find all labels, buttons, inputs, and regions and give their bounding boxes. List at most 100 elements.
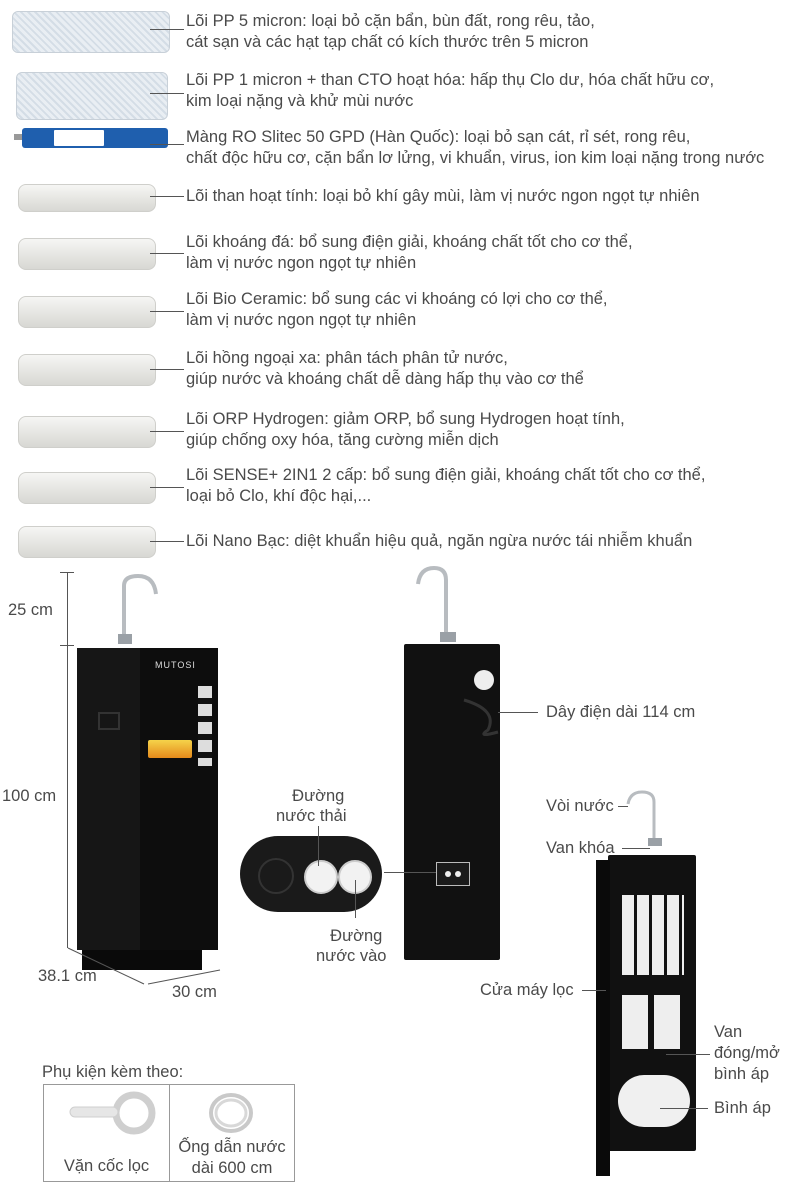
filter-line-1: Lõi khoáng đá: bổ sung điện giải, khoáng… bbox=[186, 233, 633, 251]
pointer-line bbox=[150, 196, 184, 197]
pointer-line bbox=[150, 431, 184, 432]
filter-row-pp1: Lõi PP 1 micron + than CTO hoạt hóa: hấp… bbox=[0, 66, 800, 126]
filter-row-ro: Màng RO Slitec 50 GPD (Hàn Quốc): loại b… bbox=[0, 124, 800, 176]
filter-description: Lõi PP 1 micron + than CTO hoạt hóa: hấp… bbox=[186, 70, 714, 112]
divider bbox=[169, 1085, 170, 1181]
filter-description: Lõi Nano Bạc: diệt khuẩn hiệu quả, ngăn … bbox=[186, 531, 692, 552]
filter-description: Lõi SENSE+ 2IN1 2 cấp: bổ sung điện giải… bbox=[186, 465, 705, 507]
pointer-line bbox=[582, 990, 606, 991]
inlet-label-1: Đường bbox=[330, 927, 383, 945]
tank-valve-label-2: đóng/mở bbox=[714, 1044, 780, 1062]
pointer-line bbox=[150, 93, 184, 94]
dimension-tick bbox=[60, 572, 74, 573]
lock-valve-label: Van khóa bbox=[546, 839, 615, 857]
filter-row-infrared: Lõi hồng ngoại xa: phân tách phân tử nướ… bbox=[0, 344, 800, 398]
cabinet-open bbox=[608, 855, 696, 1151]
waste-line-label-2: nước thải bbox=[276, 807, 347, 825]
pointer-line bbox=[355, 880, 356, 918]
pp1-cartridge-image bbox=[16, 72, 168, 120]
filter-line-1: Màng RO Slitec 50 GPD (Hàn Quốc): loại b… bbox=[186, 128, 691, 146]
filter-line-2: cát sạn và các hạt tạp chất có kích thướ… bbox=[186, 33, 589, 51]
pointer-line bbox=[150, 311, 184, 312]
pointer-line bbox=[666, 1054, 710, 1055]
filter-row-bio-ceramic: Lõi Bio Ceramic: bổ sung các vi khoáng c… bbox=[0, 286, 800, 340]
filter-description: Lõi Bio Ceramic: bổ sung các vi khoáng c… bbox=[186, 289, 608, 331]
filter-row-orp: Lõi ORP Hydrogen: giảm ORP, bổ sung Hydr… bbox=[0, 404, 800, 458]
open-faucet-image bbox=[626, 790, 662, 846]
waste-line-label-1: Đường bbox=[292, 787, 345, 805]
pointer-line bbox=[384, 872, 436, 873]
power-socket bbox=[474, 670, 494, 690]
pointer-line bbox=[150, 541, 184, 542]
pointer-line bbox=[150, 144, 184, 145]
filter-line-2: kim loại nặng và khử mùi nước bbox=[186, 92, 414, 110]
pointer-line bbox=[618, 806, 628, 807]
filter-description: Màng RO Slitec 50 GPD (Hàn Quốc): loại b… bbox=[186, 127, 764, 169]
hose-label-2: dài 600 cm bbox=[191, 1159, 273, 1177]
power-cord-label: Dây điện dài 114 cm bbox=[546, 703, 696, 721]
inlet-label: Đường nước vào bbox=[316, 926, 386, 966]
side-handle bbox=[98, 712, 120, 730]
filter-description: Lõi PP 5 micron: loại bỏ cặn bẩn, bùn đấ… bbox=[186, 11, 595, 53]
filter-row-carbon: Lõi than hoạt tính: loại bỏ khí gây mùi,… bbox=[0, 180, 800, 214]
pointer-line bbox=[498, 712, 538, 713]
dimension-tick bbox=[60, 645, 74, 646]
base-dimension-lines bbox=[67, 947, 221, 985]
waste-line-label: Đường nước thải bbox=[276, 786, 346, 826]
filter-row-sense: Lõi SENSE+ 2IN1 2 cấp: bổ sung điện giải… bbox=[0, 462, 800, 516]
filter-line-2: loại bỏ Clo, khí độc hại,... bbox=[186, 487, 372, 505]
filter-line-1: Lõi ORP Hydrogen: giảm ORP, bổ sung Hydr… bbox=[186, 410, 625, 428]
tank-valve-label-1: Van bbox=[714, 1023, 743, 1041]
filter-line-1: Lõi PP 5 micron: loại bỏ cặn bẩn, bùn đấ… bbox=[186, 12, 595, 30]
filter-description: Lõi hồng ngoại xa: phân tách phân tử nướ… bbox=[186, 348, 584, 390]
wrench-label: Vặn cốc lọc bbox=[63, 1157, 150, 1175]
filter-line-2: giúp chống oxy hóa, tăng cường miễn dịch bbox=[186, 431, 499, 449]
filter-door bbox=[596, 860, 610, 1176]
faucet-image bbox=[118, 573, 158, 644]
filter-description: Lõi ORP Hydrogen: giảm ORP, bổ sung Hydr… bbox=[186, 409, 625, 451]
bio-ceramic-cartridge-image bbox=[18, 296, 156, 328]
filter-description: Lõi khoáng đá: bổ sung điện giải, khoáng… bbox=[186, 232, 633, 274]
pressure-tank-label: Bình áp bbox=[714, 1099, 771, 1117]
promo-sticker bbox=[148, 740, 192, 758]
pp5-cartridge-image bbox=[12, 11, 170, 53]
certification-badges bbox=[198, 686, 212, 766]
sense-cartridge-image bbox=[18, 472, 156, 504]
ports-closeup bbox=[240, 836, 382, 912]
filter-line-1: Lõi Bio Ceramic: bổ sung các vi khoáng c… bbox=[186, 290, 608, 308]
body-height-label: 100 cm bbox=[2, 787, 57, 805]
height-dimension-line bbox=[67, 572, 68, 948]
port-panel bbox=[436, 862, 470, 886]
filter-line-1: Lõi SENSE+ 2IN1 2 cấp: bổ sung điện giải… bbox=[186, 466, 706, 484]
ro-pipe bbox=[14, 134, 22, 140]
hose-label: Ống dẫn nước dài 600 cm bbox=[170, 1137, 294, 1179]
pointer-line bbox=[150, 29, 184, 30]
nano-silver-cartridge-image bbox=[18, 526, 156, 558]
power-cord-image bbox=[463, 698, 499, 737]
hose-icon bbox=[209, 1093, 253, 1133]
filter-line-1: Lõi Nano Bạc: diệt khuẩn hiệu quả, ngăn … bbox=[186, 532, 693, 550]
infrared-cartridge-image bbox=[18, 354, 156, 386]
ro-membrane-image bbox=[22, 128, 168, 148]
filter-door-label: Cửa máy lọc bbox=[480, 981, 574, 999]
pointer-line bbox=[150, 369, 184, 370]
filter-row-nano-silver: Lõi Nano Bạc: diệt khuẩn hiệu quả, ngăn … bbox=[0, 522, 800, 558]
width-label: 30 cm bbox=[172, 983, 217, 1001]
filter-line-2: làm vị nước ngon ngọt tự nhiên bbox=[186, 254, 417, 272]
tank-valve-label-3: bình áp bbox=[714, 1065, 770, 1083]
filter-line-2: giúp nước và khoáng chất dễ dàng hấp thụ… bbox=[186, 370, 584, 388]
mineral-cartridge-image bbox=[18, 238, 156, 270]
carbon-cartridge-image bbox=[18, 184, 156, 212]
filter-line-2: làm vị nước ngon ngọt tự nhiên bbox=[186, 311, 417, 329]
tank-valve-label: Van đóng/mở bình áp bbox=[714, 1022, 780, 1085]
depth-label: 38.1 cm bbox=[38, 967, 97, 985]
faucet-label: Vòi nước bbox=[546, 797, 614, 815]
back-faucet-image bbox=[416, 566, 456, 642]
pointer-line bbox=[660, 1108, 708, 1109]
filter-row-pp5: Lõi PP 5 micron: loại bỏ cặn bẩn, bùn đấ… bbox=[0, 0, 800, 62]
inlet-label-2: nước vào bbox=[316, 947, 387, 965]
pointer-line bbox=[622, 848, 650, 849]
orp-cartridge-image bbox=[18, 416, 156, 448]
filter-line-1: Lõi than hoạt tính: loại bỏ khí gây mùi,… bbox=[186, 187, 700, 205]
filter-description: Lõi than hoạt tính: loại bỏ khí gây mùi,… bbox=[186, 186, 700, 207]
